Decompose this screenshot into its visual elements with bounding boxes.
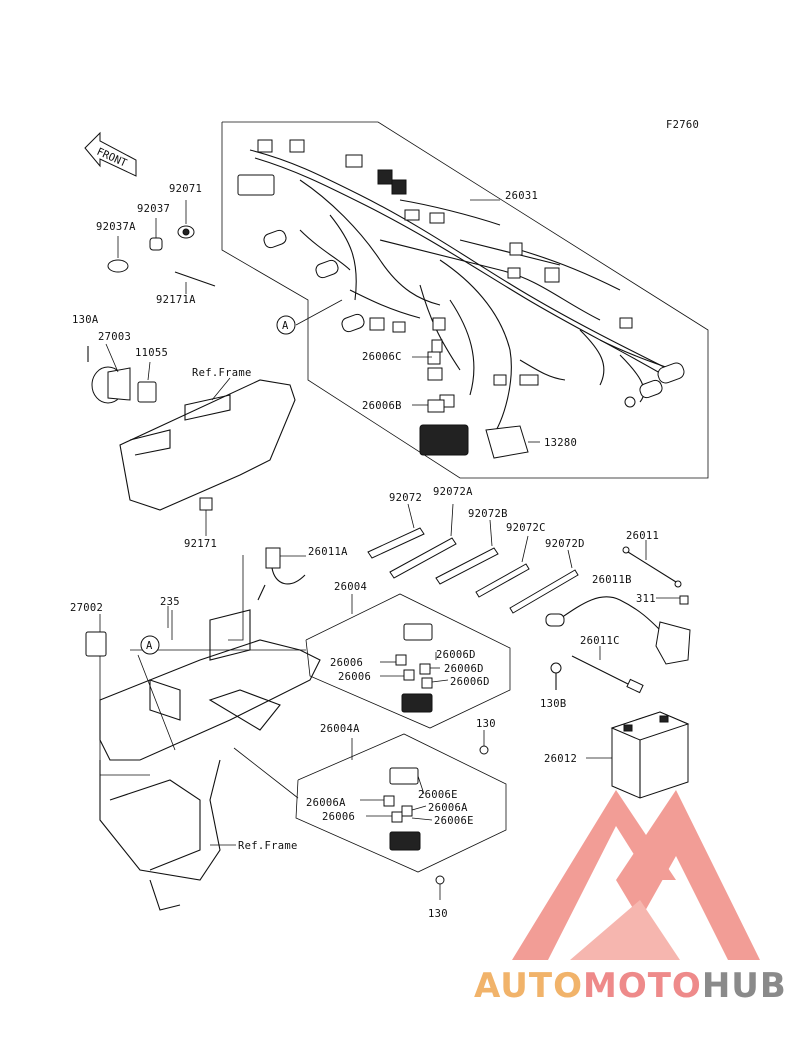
misc-leaders <box>99 594 353 799</box>
part-label-26006E-a: 26006E <box>418 789 458 801</box>
callout-a-lower: A <box>140 635 160 655</box>
battery <box>586 711 690 799</box>
front-arrow: FRONT <box>84 131 137 177</box>
leaders-main <box>295 199 540 443</box>
part-label-92071: 92071 <box>169 183 202 195</box>
figure-code: F2760 <box>666 119 699 131</box>
part-label-92072D: 92072D <box>545 538 585 550</box>
part-label-26006A-b: 26006A <box>428 802 468 814</box>
part-label-130-a: 130 <box>476 718 496 730</box>
part-label-26011B: 26011B <box>592 574 632 586</box>
part-label-26006C: 26006C <box>362 351 402 363</box>
part-label-27002: 27002 <box>70 602 103 614</box>
part-label-130B: 130B <box>540 698 567 710</box>
part-label-26006E-b: 26006E <box>434 815 474 827</box>
part-label-235: 235 <box>160 596 180 608</box>
part-label-92072B: 92072B <box>468 508 508 520</box>
part-label-26006D-a: 26006D <box>436 649 476 661</box>
ref-frame-label-upper: Ref.Frame <box>192 367 252 379</box>
part-label-26006B: 26006B <box>362 400 402 412</box>
part-label-11055: 11055 <box>135 347 168 359</box>
part-label-130A: 130A <box>72 314 99 326</box>
part-label-26011A: 26011A <box>308 546 348 558</box>
part-label-26006-c: 26006 <box>322 811 355 823</box>
part-label-92072A: 92072A <box>433 486 473 498</box>
frame-upper <box>119 377 296 536</box>
fuse-box-26004A <box>295 733 507 900</box>
part-label-26004A: 26004A <box>320 723 360 735</box>
part-label-13280: 13280 <box>544 437 577 449</box>
callout-a-upper: A <box>276 315 296 335</box>
part-label-311: 311 <box>636 593 656 605</box>
part-label-92171A: 92171A <box>156 294 196 306</box>
main-wiring-harness <box>237 139 685 459</box>
part-label-26031: 26031 <box>505 190 538 202</box>
battery-cables <box>545 540 691 694</box>
ref-frame-label-lower: Ref.Frame <box>238 840 298 852</box>
watermark-logo <box>512 790 760 960</box>
part-label-26006-a: 26006 <box>330 657 363 669</box>
part-label-92072C: 92072C <box>506 522 546 534</box>
part-label-26011: 26011 <box>626 530 659 542</box>
fuse-box-26004 <box>305 593 511 755</box>
svg-text:AUTOMOTOHUB: AUTOMOTOHUB <box>474 966 787 1006</box>
part-label-26006-b: 26006 <box>338 671 371 683</box>
small-parts-topleft <box>107 200 216 294</box>
tie-bands <box>367 503 579 614</box>
part-label-26012: 26012 <box>544 753 577 765</box>
part-label-92072: 92072 <box>389 492 422 504</box>
main-harness-box <box>221 121 709 479</box>
part-label-26006A-a: 26006A <box>306 797 346 809</box>
part-label-130-b: 130 <box>428 908 448 920</box>
part-label-92037A: 92037A <box>96 221 136 233</box>
watermark-auto: AUTO <box>474 966 583 1006</box>
frame-lower <box>85 547 321 911</box>
part-label-27003: 27003 <box>98 331 131 343</box>
horn-assembly <box>87 343 157 404</box>
watermark-text: AUTOMOTOHUB <box>474 966 787 1006</box>
part-label-26006D-b: 26006D <box>444 663 484 675</box>
part-label-26006D-c: 26006D <box>450 676 490 688</box>
callout-a-upper-label: A <box>282 320 289 332</box>
part-label-26004: 26004 <box>334 581 367 593</box>
watermark-moto: MOTO <box>583 966 702 1006</box>
part-label-26011C: 26011C <box>580 635 620 647</box>
watermark-hub: HUB <box>702 966 787 1006</box>
callout-a-lower-label: A <box>146 640 153 652</box>
part-label-92037: 92037 <box>137 203 170 215</box>
part-label-92171: 92171 <box>184 538 217 550</box>
